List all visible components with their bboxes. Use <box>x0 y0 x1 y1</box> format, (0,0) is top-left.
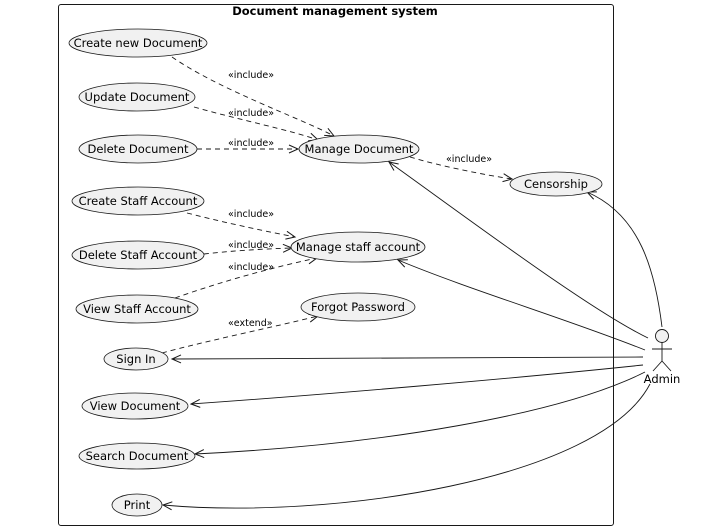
use-case-label: Search Document <box>86 449 189 463</box>
association-arrow-sign-in <box>170 354 644 364</box>
include-label-view-staff: «include» <box>228 262 274 273</box>
include-label-censorship: «include» <box>446 154 492 165</box>
include-label-create-document: «include» <box>228 70 274 81</box>
include-arrow-create-document <box>171 56 336 137</box>
association-arrow-print <box>161 383 651 511</box>
use-case-label: Create Staff Account <box>79 194 198 208</box>
use-case-manage-document: Manage Document <box>298 134 420 164</box>
include-label-delete-staff: «include» <box>228 240 274 251</box>
use-case-ellipse <box>71 186 205 216</box>
use-case-sign-in: Sign In <box>103 347 169 371</box>
use-case-label: Print <box>124 498 151 512</box>
use-case-ellipse <box>509 171 603 197</box>
include-label-create-staff: «include» <box>228 209 274 220</box>
use-case-label: Delete Document <box>87 142 189 156</box>
association-arrow-search-document <box>193 371 646 459</box>
use-case-label: Censorship <box>524 177 588 191</box>
use-case-search-document: Search Document <box>78 442 196 470</box>
association-arrow-manage-document <box>387 161 649 339</box>
association-arrow-censorship <box>585 191 663 328</box>
include-arrow-censorship <box>409 156 514 183</box>
use-case-label: Manage Document <box>305 142 414 156</box>
use-case-ellipse <box>78 134 198 164</box>
use-case-label: Sign In <box>116 352 155 366</box>
use-case-create-staff-account: Create Staff Account <box>71 186 205 216</box>
use-case-manage-staff-account: Manage staff account <box>290 231 426 263</box>
use-case-label: View Staff Account <box>83 302 191 316</box>
use-case-ellipse <box>103 347 169 371</box>
use-case-create-new-document: Create new Document <box>68 28 208 58</box>
use-case-ellipse <box>71 240 205 270</box>
use-case-label: Manage staff account <box>296 240 421 254</box>
use-case-ellipse <box>78 442 196 470</box>
include-arrow-create-staff <box>186 212 297 240</box>
use-case-ellipse <box>300 292 416 322</box>
use-case-view-document: View Document <box>81 392 189 420</box>
include-label-update-document: «include» <box>228 108 274 119</box>
system-title: Document management system <box>232 4 438 18</box>
use-case-delete-document: Delete Document <box>78 134 198 164</box>
use-case-ellipse <box>78 82 196 112</box>
use-case-label: Update Document <box>85 90 190 104</box>
use-case-ellipse <box>298 134 420 164</box>
actor-name: Admin <box>644 372 681 386</box>
use-case-ellipse <box>81 392 189 420</box>
use-case-view-staff-account: View Staff Account <box>75 294 199 324</box>
use-case-ellipse <box>75 294 199 324</box>
include-label-delete-document: «include» <box>228 138 274 149</box>
association-arrow-manage-staff <box>396 259 646 351</box>
use-case-ellipse <box>290 231 426 263</box>
relation-labels: «include» «include» «include» «include» … <box>228 70 492 329</box>
actor-associations <box>161 161 663 511</box>
use-case-print: Print <box>111 493 163 517</box>
use-case-ellipse <box>111 493 163 517</box>
association-arrow-view-document <box>189 364 644 408</box>
include-relations <box>161 56 514 354</box>
use-case-label: Delete Staff Account <box>79 248 198 262</box>
use-case-ellipse <box>68 28 208 58</box>
include-arrow-update-document <box>193 106 320 142</box>
use-case-forgot-password: Forgot Password <box>300 292 416 322</box>
use-case-update-document: Update Document <box>78 82 196 112</box>
use-case-delete-staff-account: Delete Staff Account <box>71 240 205 270</box>
extend-label-forgot-password: «extend» <box>228 318 273 329</box>
use-case-label: View Document <box>90 399 181 413</box>
include-arrow-view-staff <box>174 255 319 299</box>
use-case-label: Create new Document <box>74 36 203 50</box>
stick-figure-icon <box>652 329 672 372</box>
use-case-label: Forgot Password <box>311 300 405 314</box>
use-case-censorship: Censorship <box>509 171 603 197</box>
actor-admin: Admin <box>644 329 681 386</box>
system-boundary <box>58 4 614 526</box>
